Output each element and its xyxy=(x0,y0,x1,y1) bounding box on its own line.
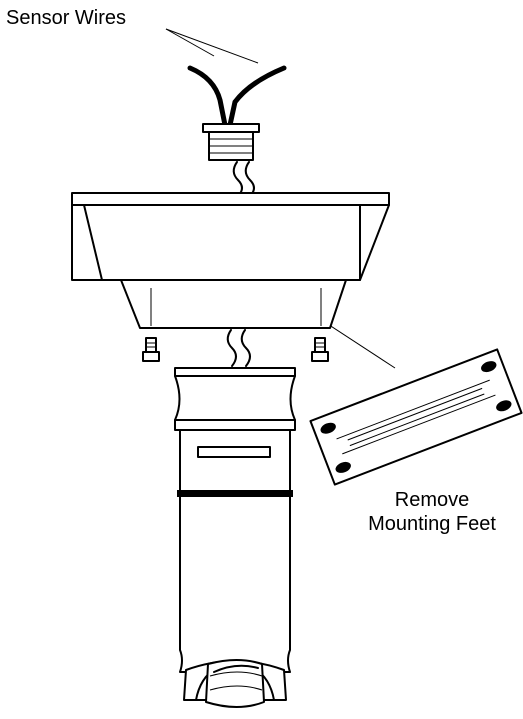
screw-right xyxy=(311,337,329,362)
remove-label-line1: Remove xyxy=(394,489,470,511)
internal-wires-lower xyxy=(226,329,251,367)
screw-left xyxy=(142,337,160,362)
housing-top xyxy=(71,192,390,281)
sensor-wires-leader xyxy=(165,28,259,64)
sensor-tube xyxy=(177,429,293,673)
mounting-feet xyxy=(309,348,523,486)
sensor-collar xyxy=(174,367,296,431)
remove-mounting-feet-label: Remove Mounting Feet xyxy=(352,488,512,536)
sensor-wires xyxy=(187,65,287,128)
sensor-wires-label: Sensor Wires xyxy=(6,7,127,29)
cable-gland xyxy=(202,123,260,161)
internal-wires-upper xyxy=(232,161,255,197)
remove-label-line2: Mounting Feet xyxy=(368,513,496,535)
housing-lower xyxy=(120,279,347,329)
sensor-tip xyxy=(183,659,287,708)
